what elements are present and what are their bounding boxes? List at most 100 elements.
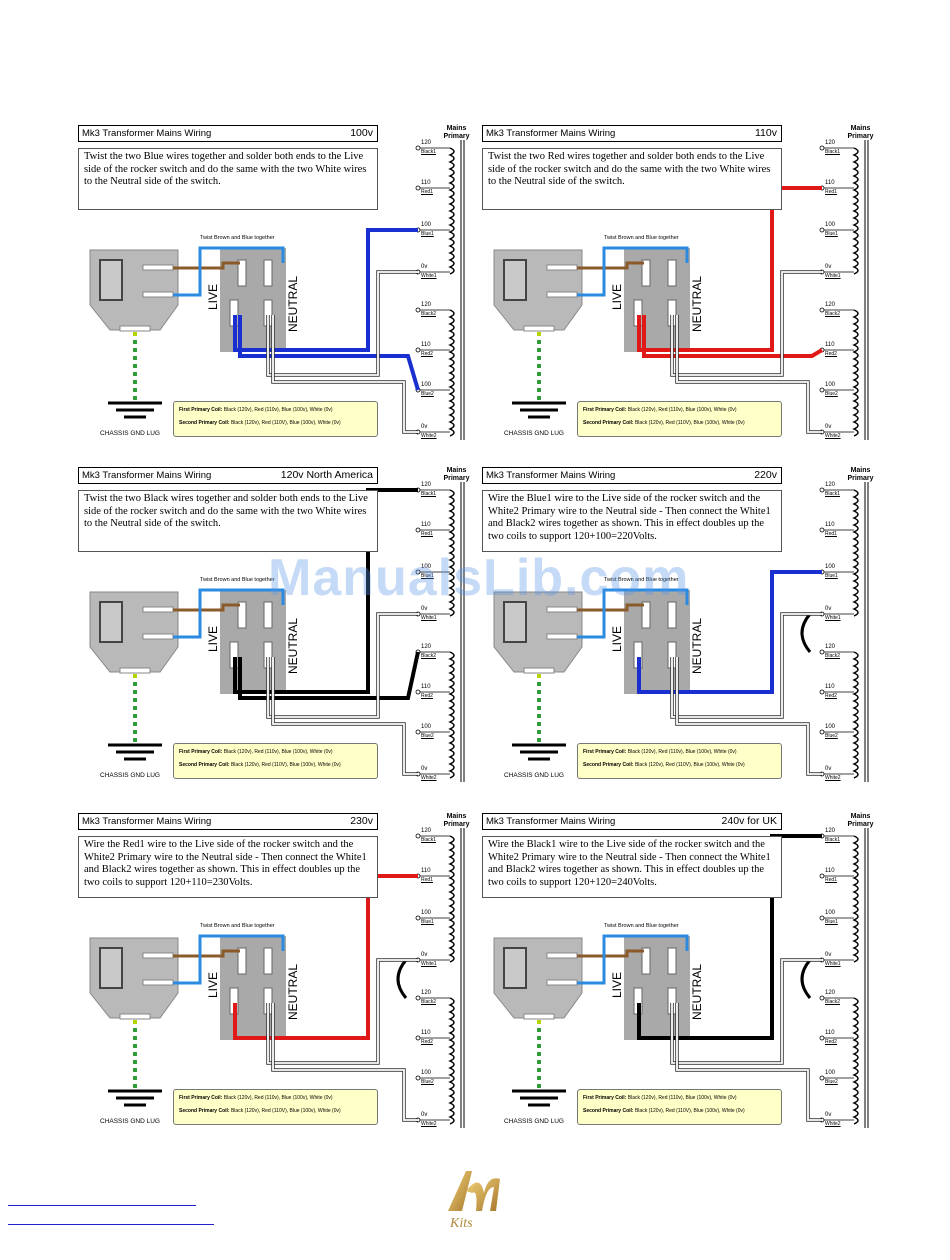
brown-wire xyxy=(577,603,644,612)
tap-voltage: 100 xyxy=(421,724,432,730)
tap-wire-name: Red1 xyxy=(825,189,837,195)
inlet-pin xyxy=(546,633,578,640)
blue-link-wire xyxy=(577,246,689,297)
inlet-pin xyxy=(119,325,151,332)
inlet-pin xyxy=(142,979,174,986)
tap-wire-name: White1 xyxy=(421,961,437,967)
instruction-text: Twist the two Blue wires together and so… xyxy=(78,148,378,210)
wiring-diagram xyxy=(89,828,465,1128)
tap-voltage: 0v xyxy=(421,1112,428,1118)
fuse-holder xyxy=(99,259,123,301)
tap-voltage: 110 xyxy=(421,868,431,874)
ground-label: CHASSIS GND LUG xyxy=(504,430,564,437)
legend-first-label: First Primary Coil: xyxy=(583,1095,627,1101)
live-wiring xyxy=(637,186,824,358)
tap-wire-name: Blue2 xyxy=(825,733,838,739)
footer-link-1[interactable] xyxy=(8,1205,196,1206)
tap-wire-name: Red2 xyxy=(421,1039,433,1045)
tap-wire-name: Black1 xyxy=(825,837,841,843)
wiring-diagram xyxy=(89,140,465,440)
live-label: LIVE xyxy=(206,625,220,652)
inlet-pin xyxy=(142,606,174,613)
live-wiring xyxy=(233,874,418,1040)
live-wiring xyxy=(637,834,822,1040)
tap-wire-name: Red2 xyxy=(421,351,433,357)
tap-voltage: 120 xyxy=(421,828,432,834)
ground-label: CHASSIS GND LUG xyxy=(504,772,564,779)
tap-wire-name: Red1 xyxy=(825,531,837,537)
ground-label: CHASSIS GND LUG xyxy=(100,1118,160,1125)
mains-primary-label: Mains Primary xyxy=(443,467,470,482)
tap-voltage: 110 xyxy=(421,180,431,186)
tap-wire-name: Black2 xyxy=(825,653,841,659)
tap-wire-name: Black1 xyxy=(421,149,437,155)
tap-voltage: 110 xyxy=(825,684,835,690)
tap-voltage: 110 xyxy=(421,342,431,348)
switch-terminal xyxy=(237,947,247,975)
blue-link-wire xyxy=(173,588,285,639)
neutral-wiring xyxy=(266,958,418,1122)
inlet-pin xyxy=(523,667,555,674)
tap-voltage: 120 xyxy=(825,990,836,996)
transformer-coil xyxy=(415,828,465,1128)
instruction-text: Wire the Blue1 wire to the Live side of … xyxy=(482,490,782,552)
legend-second-label: Second Primary Coil: xyxy=(179,762,230,768)
tap-wire-name: Blue2 xyxy=(421,391,434,397)
legend-first-label: First Primary Coil: xyxy=(179,407,223,413)
legend-first-label: First Primary Coil: xyxy=(583,749,627,755)
coil-legend: First Primary Coil: Black (120v), Red (1… xyxy=(577,1089,782,1125)
tap-wire-name: Black1 xyxy=(825,491,841,497)
twist-note: Twist Brown and Blue together xyxy=(604,235,679,241)
tap-wire-name: Red2 xyxy=(825,693,837,699)
wiring-diagram xyxy=(493,482,869,782)
tap-wire-name: Red1 xyxy=(421,877,433,883)
tap-wire-name: Red1 xyxy=(421,531,433,537)
mains-primary-label: Mains Primary xyxy=(847,813,874,828)
tap-wire-name: Black1 xyxy=(421,837,437,843)
legend-first-text: Black (120v), Red (110v), Blue (100v), W… xyxy=(627,749,737,755)
tap-voltage: 0v xyxy=(421,606,428,612)
live-label: LIVE xyxy=(610,625,624,652)
tap-voltage: 100 xyxy=(825,564,836,570)
footer-link-2[interactable] xyxy=(8,1224,214,1225)
legend-second-label: Second Primary Coil: xyxy=(179,420,230,426)
svg-text:Kits: Kits xyxy=(449,1216,473,1231)
instruction-text: Twist the two Red wires together and sol… xyxy=(482,148,782,210)
panel-title: Mk3 Transformer Mains Wiring xyxy=(486,470,616,481)
legend-first-label: First Primary Coil: xyxy=(179,749,223,755)
inlet-pin xyxy=(523,325,555,332)
tap-voltage: 110 xyxy=(825,868,835,874)
instruction-text: Twist the two Black wires together and s… xyxy=(78,490,378,552)
switch-terminal xyxy=(263,601,273,629)
switch-terminal xyxy=(641,601,651,629)
tap-wire-name: Red2 xyxy=(421,693,433,699)
live-label: LIVE xyxy=(206,971,220,998)
blue-link-wire xyxy=(577,934,689,985)
tap-voltage: 100 xyxy=(825,1070,836,1076)
legend-first-text: Black (120v), Red (110v), Blue (100v), W… xyxy=(223,407,333,413)
legend-first-text: Black (120v), Red (110v), Blue (100v), W… xyxy=(223,1095,333,1101)
tap-wire-name: Blue2 xyxy=(421,1079,434,1085)
tap-wire-name: White2 xyxy=(825,1121,841,1127)
tap-wire-name: Blue1 xyxy=(421,231,434,237)
brown-wire xyxy=(173,603,240,612)
tap-voltage: 120 xyxy=(421,990,432,996)
wiring-panel: Mk3 Transformer Mains Wiring 100v Twist … xyxy=(78,120,478,450)
